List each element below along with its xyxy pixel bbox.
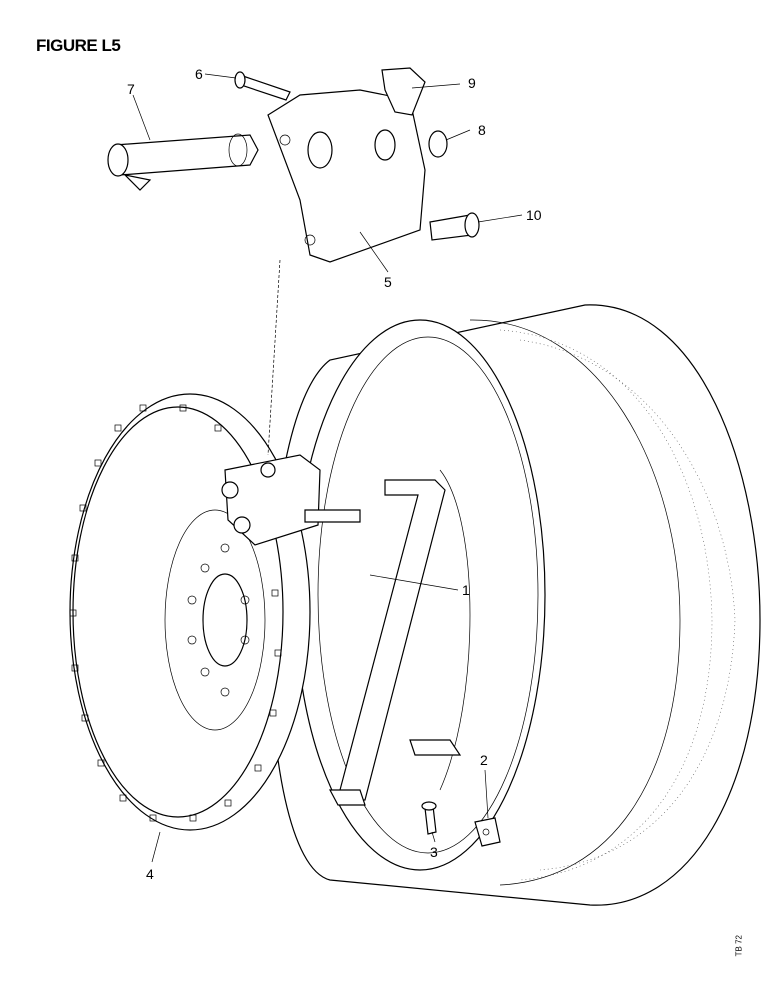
figure-title: FIGURE L5: [36, 36, 121, 55]
callout-1: 1: [462, 582, 470, 598]
pin-part-7: [107, 133, 259, 191]
bracket-plate-part-5: [267, 89, 426, 263]
small-block-part-2: [474, 817, 501, 847]
callout-9: 9: [468, 75, 476, 91]
callout-6: 6: [195, 66, 203, 82]
clamp-assembly: [221, 454, 361, 546]
callout-labels: 1 2 3 4 5 6 7 8 9 10: [127, 66, 542, 882]
callout-7: 7: [127, 81, 135, 97]
ring-part-8: [428, 130, 448, 158]
bolt-part-10: [429, 212, 480, 241]
bolt-part-6: [234, 71, 291, 101]
block-part-9: [381, 67, 426, 116]
callout-3: 3: [430, 844, 438, 860]
callout-8: 8: [478, 122, 486, 138]
wheel-disc-part-4: [69, 393, 311, 831]
callout-4: 4: [146, 866, 154, 882]
reference-code: TB 72: [734, 935, 743, 957]
callout-10: 10: [526, 207, 542, 223]
bracket-part-1: [329, 479, 462, 806]
bolt-part-3: [421, 801, 437, 835]
callout-5: 5: [384, 274, 392, 290]
leader-lines: [132, 73, 523, 863]
wheel-rim: [269, 304, 761, 906]
callout-2: 2: [480, 752, 488, 768]
